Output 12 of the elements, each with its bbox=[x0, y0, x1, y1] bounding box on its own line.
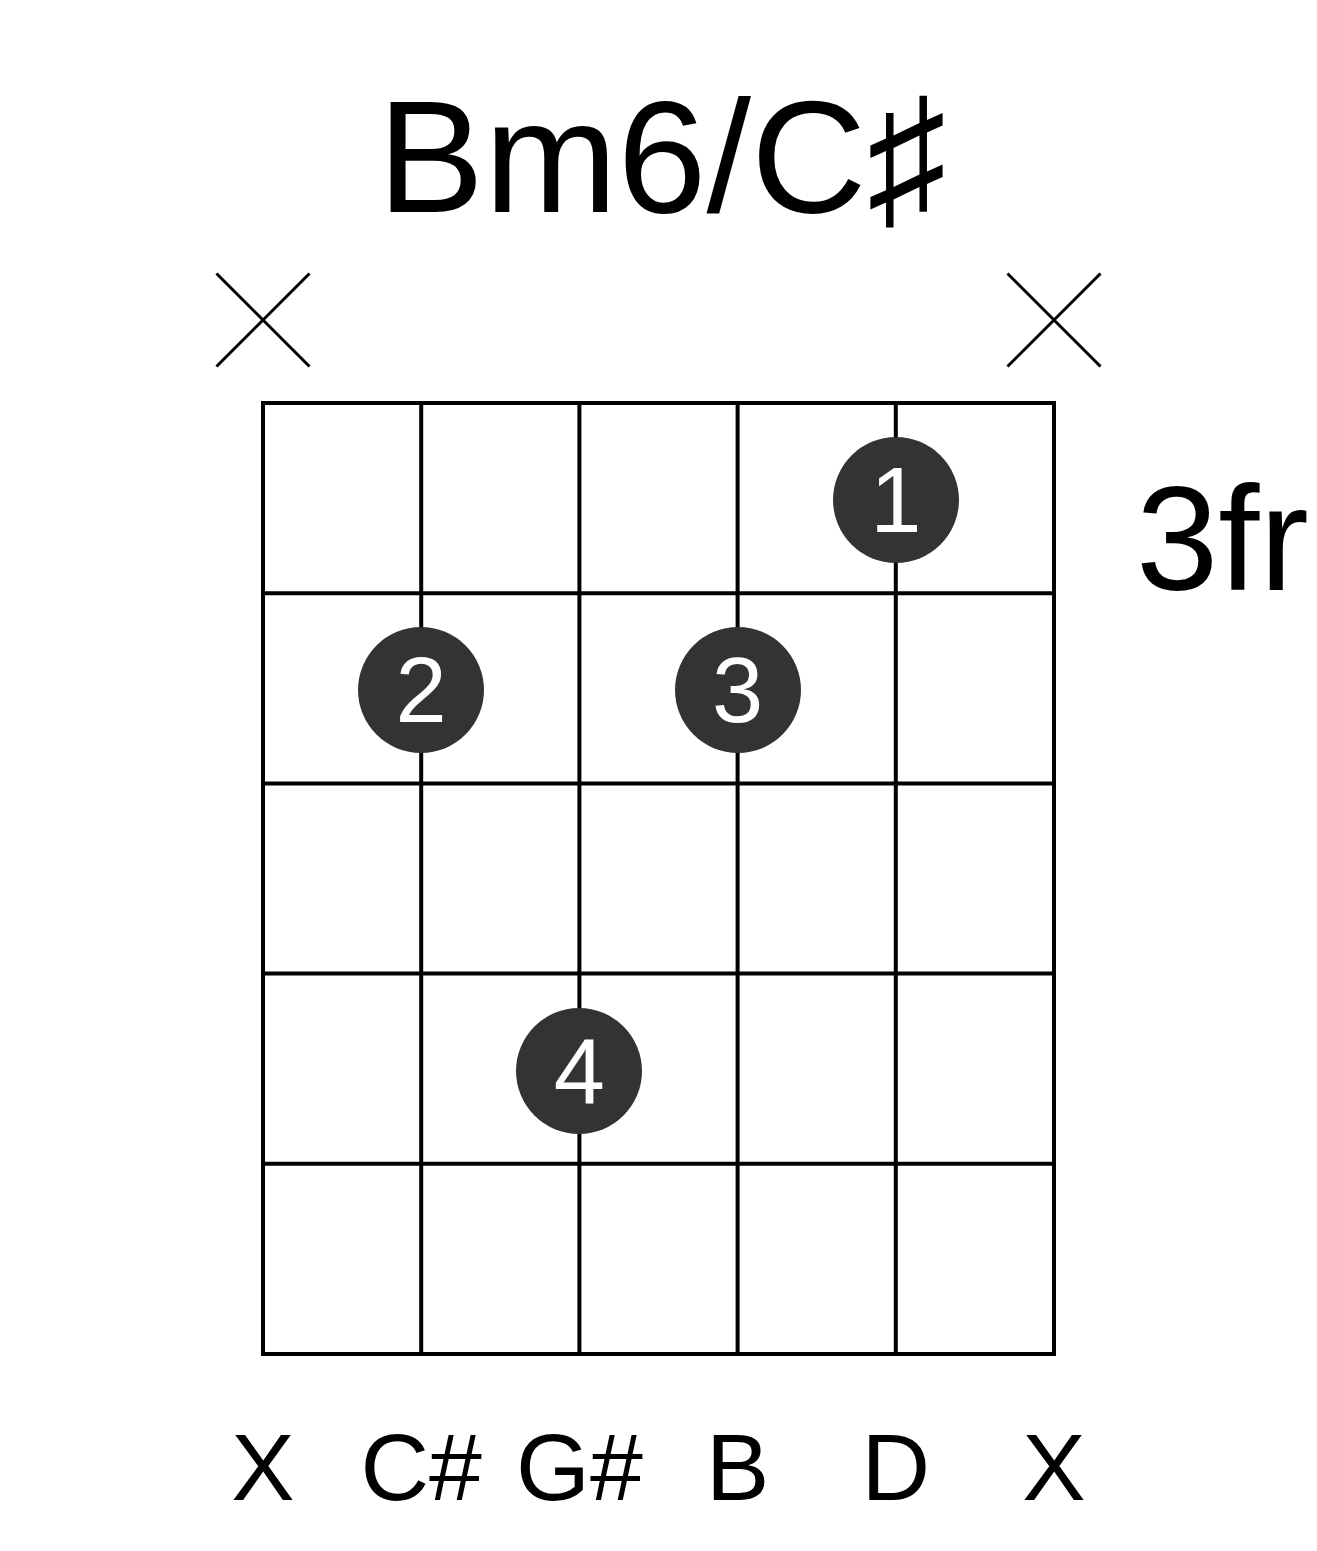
finger-position-dot: 3 bbox=[674, 627, 801, 754]
string-note-label: B bbox=[705, 1420, 770, 1515]
string-note-label: D bbox=[861, 1420, 931, 1515]
chord-title: Bm6/C♯ bbox=[377, 77, 947, 237]
string-note-label: G# bbox=[516, 1420, 643, 1515]
fret-position-label: 3fr bbox=[1136, 465, 1309, 613]
string-note-label: C# bbox=[360, 1420, 482, 1515]
finger-position-dot: 4 bbox=[516, 1007, 643, 1134]
string-note-label: X bbox=[231, 1420, 295, 1515]
finger-position-dot: 1 bbox=[832, 437, 959, 564]
string-note-label: X bbox=[1022, 1420, 1086, 1515]
finger-position-dot: 2 bbox=[358, 627, 485, 754]
